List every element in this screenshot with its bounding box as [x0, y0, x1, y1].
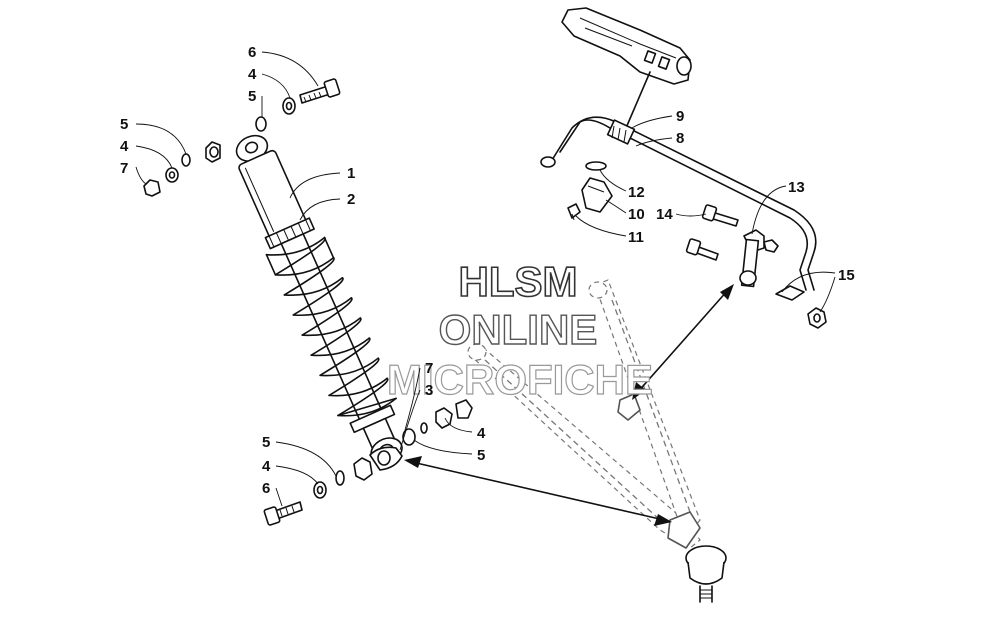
callout-4-top: 4 — [248, 66, 257, 83]
frame-bracket — [561, 7, 692, 85]
callout-15: 15 — [838, 267, 855, 284]
callout-5-bottom: 5 — [262, 434, 270, 451]
watermark: HLSM ONLINE MICROFICHE — [386, 257, 653, 403]
watermark-line-2: ONLINE — [439, 306, 598, 353]
callouts: 6 4 5 5 4 7 1 2 7 3 4 5 5 4 6 9 8 12 10 … — [120, 44, 855, 497]
callout-4-left: 4 — [120, 138, 129, 155]
callout-6-top: 6 — [248, 44, 256, 61]
callout-11: 11 — [628, 229, 644, 246]
upper-bolt — [299, 78, 341, 104]
assembly-arrow-lower — [404, 456, 672, 526]
upper-washer-4 — [282, 97, 296, 115]
link-bolts — [685, 204, 739, 261]
sway-nut — [807, 307, 827, 329]
mount-rod — [625, 71, 651, 129]
bushing-clamp — [567, 161, 613, 221]
watermark-line-1: HLSM — [459, 258, 578, 305]
ball-joint — [685, 545, 727, 603]
sway-bar — [540, 116, 817, 301]
callout-13: 13 — [788, 179, 805, 196]
leader-lines — [135, 51, 836, 507]
callout-5-top: 5 — [248, 88, 256, 105]
callout-14: 14 — [656, 206, 673, 223]
a-arm — [467, 279, 727, 603]
callout-5-left: 5 — [120, 116, 128, 133]
upper-lockwasher-5 — [255, 116, 267, 132]
callout-1: 1 — [347, 165, 355, 182]
callout-10: 10 — [628, 206, 645, 223]
callout-4-right: 4 — [477, 425, 486, 442]
lower-hardware — [263, 399, 473, 526]
callout-6-bottom: 6 — [262, 480, 270, 497]
callout-2: 2 — [347, 191, 355, 208]
callout-4-bottom: 4 — [262, 458, 271, 475]
coil-spring — [265, 236, 397, 417]
callout-12: 12 — [628, 184, 645, 201]
callout-5-right: 5 — [477, 447, 485, 464]
callout-8: 8 — [676, 130, 684, 147]
callout-9: 9 — [676, 108, 684, 125]
callout-7-lower: 7 — [425, 360, 433, 377]
callout-7-left: 7 — [120, 160, 128, 177]
assembly-arrow-upper — [632, 284, 734, 400]
upper-nut-left — [143, 141, 221, 197]
callout-3: 3 — [425, 382, 433, 399]
shock-absorber — [235, 134, 403, 465]
watermark-line-3: MICROFICHE — [387, 356, 653, 403]
link-rod — [739, 229, 779, 288]
